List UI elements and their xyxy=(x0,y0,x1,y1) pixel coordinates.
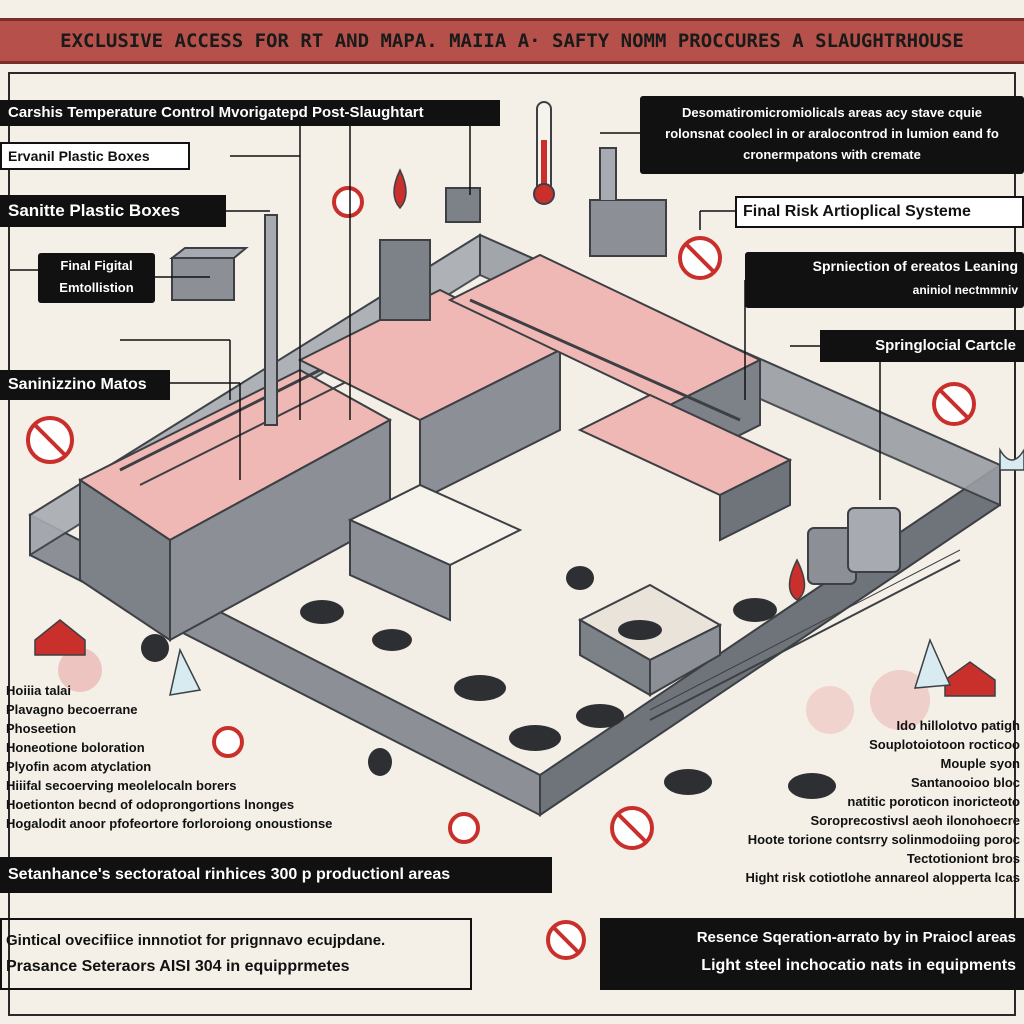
label-sectoral: Setanhance's sectoratoal rinhices 300 p … xyxy=(0,857,552,893)
list-item: Hiiifal secoerving meolelocaln borers xyxy=(6,778,237,793)
list-item: Hogalodit anoor pfofeortore forloroiong … xyxy=(6,816,333,831)
list-item: Phoseetion xyxy=(6,721,77,736)
label-sprinklers: Sprniection of ereatos Leaning aniniol n… xyxy=(745,252,1024,308)
label-area-description: Desomatiromicromiolicals areas acy stave… xyxy=(640,96,1024,174)
sprinkler-icon xyxy=(169,447,1024,696)
label-carcass-temperature: Carshis Temperature Control Mvorigatерd … xyxy=(0,100,500,126)
list-item: Hight risk cotiotlohe annareol alopperta… xyxy=(745,870,1020,885)
bottom-left-line1: Gintical ovecifiice innnotiot for prignn… xyxy=(6,932,386,949)
label-sprinklers-line1: Sprniection of ereatos Leaning xyxy=(812,258,1018,274)
thermometer-icon xyxy=(533,101,555,205)
bottom-right-box: Resence Sqeration-arrato by in Praiocl a… xyxy=(600,918,1024,990)
label-plastic-boxes: Ervanil Plastic Boxes xyxy=(0,142,190,170)
list-item: Souplotoiotoon rocticoo xyxy=(869,737,1020,752)
label-final-digital-line2: Emtollistion xyxy=(59,280,134,295)
list-item: Plyofin acom atyclation xyxy=(6,759,152,774)
label-sprinklers-line2: aniniol nectmmniv xyxy=(912,283,1018,297)
right-feature-list: Ido hillolotvo patigh Souplotoiotoon roc… xyxy=(745,716,1020,887)
drop-icon xyxy=(34,168,996,697)
list-item: Santanooioo bloc xyxy=(910,775,1020,790)
list-item: Hoote torione contsrry solinmodoiing por… xyxy=(747,832,1020,847)
processing-hall-right xyxy=(577,393,793,542)
warning-sign-icon xyxy=(33,242,971,955)
bottom-left-line2: Prasance Seteraors AISI 304 in equipprme… xyxy=(6,958,350,975)
page-title: EXCLUSIVE ACCESS FOR RT AND MAPA. MAIIA … xyxy=(60,30,964,52)
bottom-left-text: Gintical ovecifiice innnotiot for prignn… xyxy=(6,928,385,980)
label-springlocial: Springlocial Cartcle xyxy=(820,330,1024,362)
processing-hall-left xyxy=(78,363,393,642)
label-sanitize-plastic-boxes: Sanitte Plastic Boxes xyxy=(0,195,226,227)
label-final-risk: Final Risk Artioplical Systeme xyxy=(735,196,1024,228)
list-item: Soroprecostivsl aeoh ilonohoecre xyxy=(810,813,1021,828)
list-item: Mouple syon xyxy=(940,756,1020,771)
list-item: Honeotione boloration xyxy=(6,740,145,755)
diagram-frame xyxy=(8,72,1016,1016)
left-feature-list: Hoiiia talai Plavagno becoerrane Phoseet… xyxy=(6,681,332,833)
equipment xyxy=(169,147,901,585)
list-item: Plavagno becoerrane xyxy=(6,702,138,717)
list-item: Tectotioniont bros xyxy=(906,851,1020,866)
bottom-left-box xyxy=(0,918,472,990)
bottom-right-line1: Resence Sqeration-arrato by in Praiocl a… xyxy=(696,929,1016,946)
list-item: Hoiiia talai xyxy=(6,683,72,698)
label-final-digital-line1: Final Figital xyxy=(60,258,133,273)
bottom-right-line2: Light steel inchocatio nats in equipment… xyxy=(701,957,1016,974)
list-item: Ido hillolotvo patigh xyxy=(896,718,1020,733)
list-item: Hoetionton becnd of odoprongortions lnon… xyxy=(6,797,295,812)
label-final-digital: Final Figital Emtollistion xyxy=(38,253,155,303)
list-item: natitic poroticon inoricteoto xyxy=(847,794,1020,809)
cattle-icon xyxy=(141,566,836,799)
label-sanitizing-mats: Saninizzino Matos xyxy=(0,370,170,400)
header-banner: EXCLUSIVE ACCESS FOR RT AND MAPA. MAIIA … xyxy=(0,18,1024,64)
